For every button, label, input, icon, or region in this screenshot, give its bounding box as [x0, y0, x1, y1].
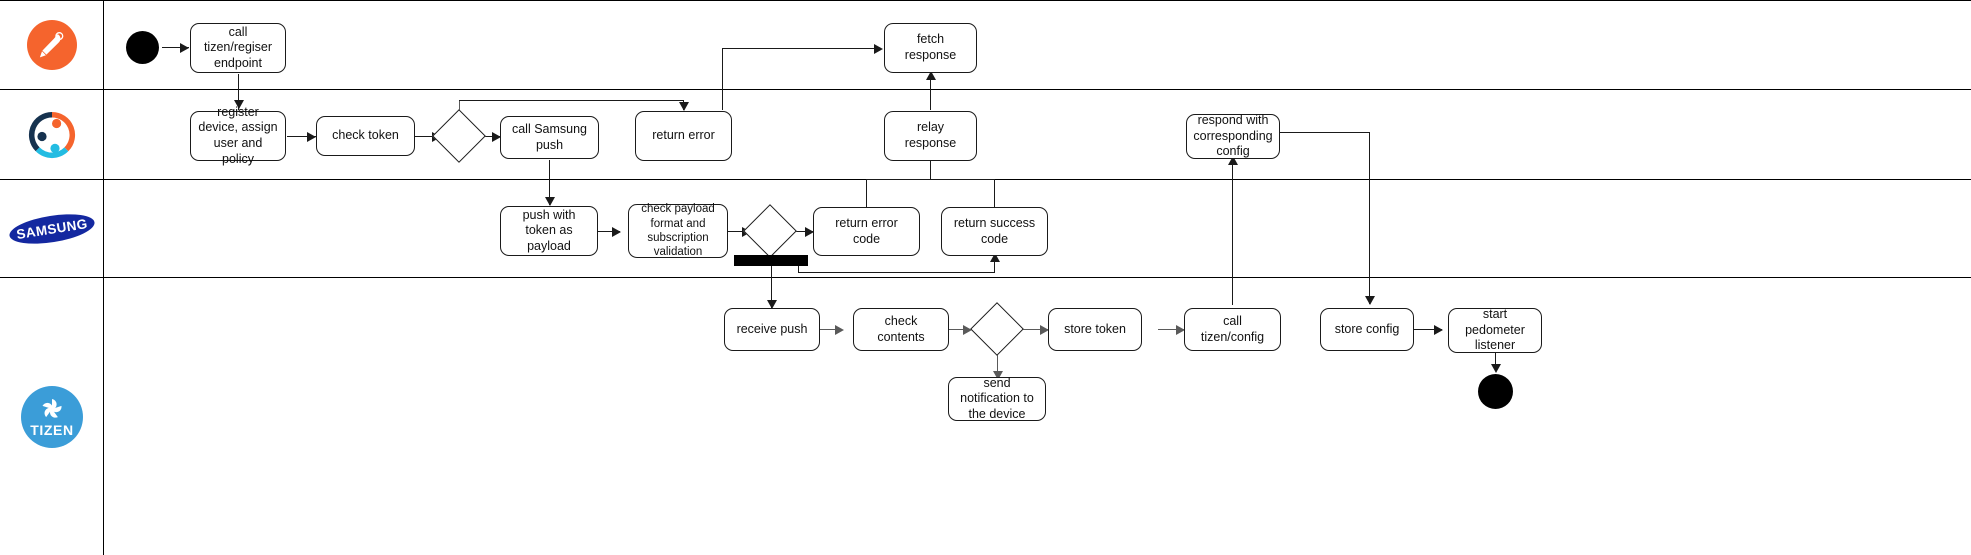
node-register-device[interactable]: register device, assign user and policy — [190, 105, 286, 166]
edge-fork-to-success-h — [798, 272, 995, 274]
samsung-logo-icon: SAMSUNG — [8, 210, 96, 248]
node-check-token[interactable]: check token — [316, 116, 415, 156]
arrowhead-store-token-to-call-config — [1176, 324, 1185, 335]
edge-return-error-to-fetch-v — [722, 48, 724, 110]
swimlane-client — [0, 0, 1971, 90]
node-call-tizen-config[interactable]: call tizen/config — [1184, 308, 1281, 351]
node-send-notification[interactable]: send notification to the device — [948, 376, 1046, 421]
node-push-with-token[interactable]: push with token as payload — [500, 206, 598, 256]
edge-check-token-to-decision — [415, 136, 439, 138]
edge-call-register-to-register-device — [238, 74, 240, 110]
arrowhead-decision-to-store-token — [1040, 324, 1049, 335]
edge-call-config-to-respond-v — [1232, 165, 1234, 305]
arrowhead-relay-to-fetch-response — [925, 71, 936, 80]
node-return-error[interactable]: return error — [635, 111, 732, 161]
arrowhead-call-push-to-push-token — [544, 197, 555, 206]
edge-push-token-to-check-payload — [598, 231, 620, 233]
arrowhead-return-error-to-fetch — [874, 43, 883, 54]
arrowhead-push-token-to-check-payload — [612, 226, 621, 237]
edge-return-error-to-fetch-h — [722, 48, 874, 50]
arrowhead-respond-config-to-store-config — [1364, 296, 1375, 305]
swimlane-tizen: TIZEN — [0, 278, 1971, 555]
community-circle-icon — [24, 107, 80, 163]
swimlane-client-body — [104, 0, 1971, 89]
arrowhead-register-device-to-check-token — [307, 131, 316, 142]
swimlane-samsung-header: SAMSUNG — [0, 180, 104, 277]
edge-call-push-to-push-token — [549, 160, 551, 205]
initial-node — [126, 31, 159, 64]
edge-store-token-to-call-config — [1158, 329, 1184, 331]
edge-decision-to-return-error-code — [789, 231, 813, 233]
node-call-register[interactable]: call tizen/regiser endpoint — [190, 23, 286, 73]
arrowhead-fork-to-receive-push — [766, 300, 777, 309]
node-start-pedometer[interactable]: start pedometer listener — [1448, 307, 1542, 353]
decision-contents[interactable] — [970, 302, 1024, 356]
node-check-contents[interactable]: check contents — [853, 308, 949, 351]
tizen-logo-icon: TIZEN — [19, 384, 85, 450]
edge-decision-to-send-notification — [997, 346, 999, 378]
edge-check-contents-to-decision — [949, 329, 972, 331]
node-check-payload-format[interactable]: check payload format and subscription va… — [628, 203, 728, 258]
edge-fork-to-receive-push-v — [771, 266, 773, 308]
edge-respond-config-to-store-config-v — [1369, 132, 1371, 304]
edge-relay-to-fetch-v — [930, 80, 932, 110]
edge-success-code-up — [994, 179, 996, 207]
edge-register-device-to-check-token — [287, 136, 316, 138]
diagram-top-border — [0, 0, 1971, 1]
edge-fork-to-success-v1 — [798, 266, 800, 273]
arrowhead-initial-to-call-register — [180, 42, 189, 53]
node-return-success-code[interactable]: return success code — [941, 207, 1048, 256]
edge-error-code-up — [866, 179, 868, 207]
node-respond-with-config[interactable]: respond with corresponding config — [1186, 113, 1280, 159]
edge-fork-to-success-v2 — [994, 262, 996, 273]
final-node — [1478, 374, 1513, 409]
swimlane-backend-header — [0, 90, 104, 179]
node-store-token[interactable]: store token — [1048, 308, 1142, 351]
edge-receive-push-to-check-contents — [820, 329, 842, 331]
arrowhead-decision-to-return-error-code — [805, 226, 814, 237]
decision-token[interactable] — [432, 109, 486, 163]
edge-store-config-to-start-pedometer — [1414, 329, 1442, 331]
node-return-error-code[interactable]: return error code — [813, 207, 920, 256]
arrowhead-receive-push-to-check-contents — [835, 324, 844, 335]
arrowhead-check-contents-to-decision — [963, 324, 972, 335]
tizen-wordmark: TIZEN — [30, 422, 73, 438]
arrowhead-decision-to-send-notification — [992, 371, 1003, 380]
edge-decision-to-return-error-h — [459, 100, 684, 102]
postman-pen-icon — [25, 18, 79, 72]
arrowhead-start-pedometer-to-final — [1490, 364, 1501, 373]
node-call-samsung-push[interactable]: call Samsung push — [500, 116, 599, 159]
edge-decision-to-call-push — [479, 136, 501, 138]
edge-check-payload-to-decision — [728, 231, 750, 233]
swimlane-samsung: SAMSUNG — [0, 180, 1971, 278]
arrowhead-fork-to-return-success-code — [989, 253, 1000, 262]
edge-respond-config-to-store-config-h — [1280, 132, 1370, 134]
swimlane-client-header — [0, 0, 104, 89]
node-receive-push[interactable]: receive push — [724, 308, 820, 351]
swimlane-backend — [0, 90, 1971, 180]
decision-payload[interactable] — [743, 204, 797, 258]
node-fetch-response[interactable]: fetch response — [884, 23, 977, 73]
arrowhead-call-config-to-respond-config — [1227, 156, 1238, 165]
fork-bar — [734, 255, 808, 266]
arrowhead-call-register-to-register-device — [233, 100, 244, 109]
arrowhead-decision-to-call-push — [492, 131, 501, 142]
edge-start-pedometer-to-final — [1495, 353, 1497, 371]
swimlane-tizen-header: TIZEN — [0, 278, 104, 555]
edge-merge-to-relay-v — [930, 161, 932, 180]
arrowhead-store-config-to-start-pedometer — [1434, 324, 1443, 335]
node-store-config[interactable]: store config — [1320, 308, 1414, 351]
arrowhead-decision-to-return-error — [678, 102, 689, 111]
edge-initial-to-call-register — [162, 47, 189, 49]
edge-decision-to-store-token — [1022, 329, 1048, 331]
node-relay-response[interactable]: relay response — [884, 111, 977, 161]
